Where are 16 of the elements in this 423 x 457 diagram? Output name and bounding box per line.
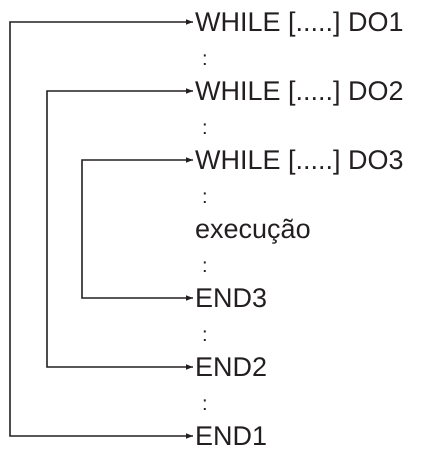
bracket-arrow (46, 88, 193, 370)
ellipsis-colon: : (202, 117, 208, 139)
statement-text: execução (195, 213, 311, 245)
statement-text: END3 (195, 282, 268, 314)
ellipsis-colon: : (202, 186, 208, 208)
ellipsis-colon: : (202, 393, 208, 415)
statement-text: END2 (195, 351, 268, 383)
ellipsis-colon: : (202, 48, 208, 70)
statement-text: END1 (195, 420, 268, 452)
bracket-arrow (9, 19, 193, 439)
bracket-arrow (81, 157, 193, 301)
ellipsis-colon: : (202, 255, 208, 277)
statement-text: WHILE [.....] DO2 (195, 75, 404, 107)
ellipsis-colon: : (202, 324, 208, 346)
statement-text: WHILE [.....] DO1 (195, 6, 404, 38)
statement-text: WHILE [.....] DO3 (195, 144, 404, 176)
